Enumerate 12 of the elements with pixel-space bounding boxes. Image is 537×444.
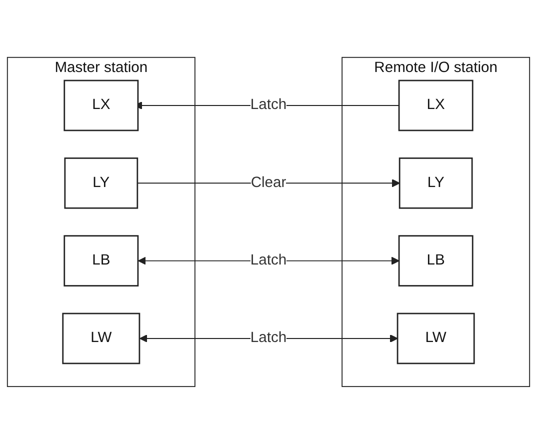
node-box: LB bbox=[398, 235, 474, 286]
node-box: LB bbox=[64, 235, 139, 286]
node-box: LX bbox=[64, 80, 139, 132]
node-box: LX bbox=[398, 80, 474, 132]
edge-label: Latch bbox=[250, 330, 287, 346]
edge-label: Latch bbox=[250, 252, 287, 268]
node-box: LY bbox=[398, 158, 473, 209]
edge-label: Latch bbox=[250, 97, 287, 113]
edge-label: Clear bbox=[250, 174, 286, 191]
node-box: LW bbox=[62, 312, 140, 364]
node-box: LW bbox=[396, 312, 475, 364]
node-box: LY bbox=[64, 158, 138, 209]
